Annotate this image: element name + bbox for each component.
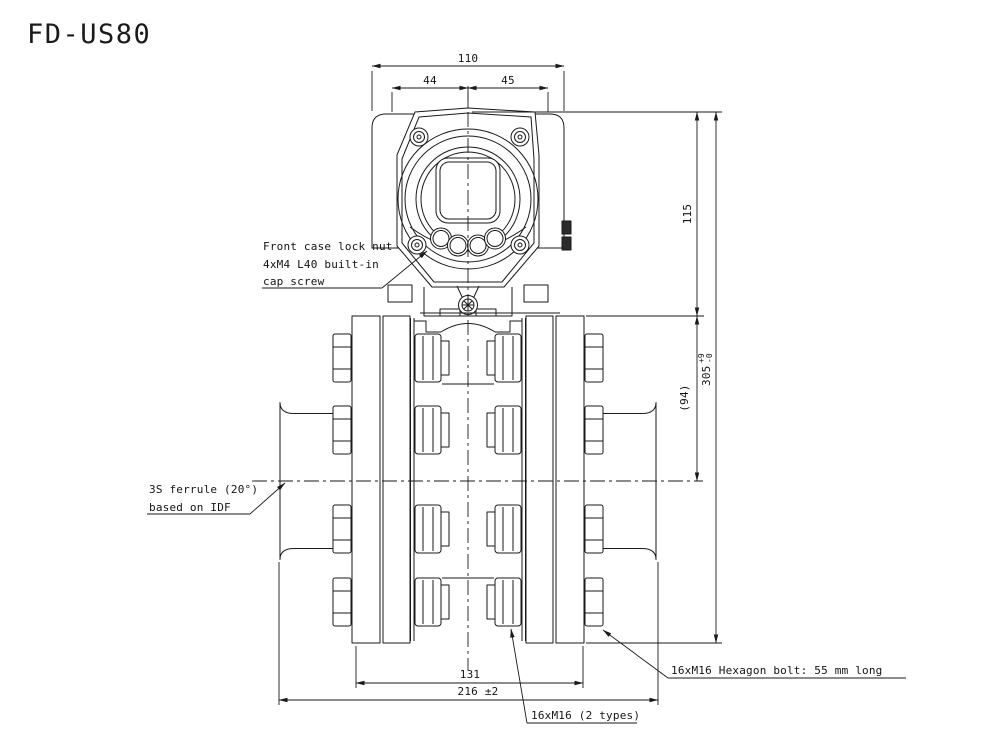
note-front-case: Front case lock nut 4xM4 L40 built-in ca… xyxy=(263,240,393,288)
dim-height-upper: 115 xyxy=(681,204,694,224)
note-ferrule-line1: 3S ferrule (20°) xyxy=(149,483,258,496)
bezel-screws xyxy=(407,127,530,255)
bezel-screw-icon xyxy=(407,235,427,255)
flange-plate xyxy=(351,315,381,644)
dim-height-overall-tol-plus: +9 xyxy=(697,353,706,363)
dim-height-overall-tol-minus: -0 xyxy=(705,353,714,363)
side-latch-icon xyxy=(561,236,572,251)
keypad-button xyxy=(484,227,506,250)
bezel-screw-icon xyxy=(510,235,530,255)
note-ferrule-line2: based on IDF xyxy=(149,501,231,514)
note-front-case-line2: 4xM4 L40 built-in xyxy=(263,258,379,271)
bezel-screw-icon xyxy=(510,127,530,147)
flange-assembly xyxy=(279,315,657,644)
dim-height-overall: 305 +9 -0 xyxy=(697,353,714,386)
keypad xyxy=(430,227,506,257)
leader-lines xyxy=(147,250,906,724)
flange-plate xyxy=(382,315,411,644)
dim-height-ref: (94) xyxy=(678,384,691,411)
note-bolt-types: 16xM16 (2 types) xyxy=(531,709,640,722)
note-hex-bolt: 16xM16 Hexagon bolt: 55 mm long xyxy=(671,664,883,677)
drawing-title: FD-US80 xyxy=(27,19,151,50)
mounting-tab xyxy=(523,284,549,303)
dim-width-overall: 110 xyxy=(458,52,478,65)
side-latch-icon xyxy=(561,220,572,235)
dim-width-right: 45 xyxy=(501,74,515,87)
note-front-case-line1: Front case lock nut xyxy=(263,240,393,253)
dim-height-overall-value: 305 xyxy=(700,366,713,386)
keypad-button xyxy=(447,234,469,257)
dim-face-to-face: 216 ±2 xyxy=(458,685,499,698)
dimension-lines xyxy=(278,63,722,705)
dim-width-left: 44 xyxy=(423,74,437,87)
flange-plate xyxy=(555,315,585,644)
transmitter-head xyxy=(371,107,572,317)
dim-bolt-span: 131 xyxy=(460,668,480,681)
flange-plate xyxy=(525,315,554,644)
bezel-screw-icon xyxy=(409,127,429,147)
note-front-case-line3: cap screw xyxy=(263,275,325,288)
note-ferrule: 3S ferrule (20°) based on IDF xyxy=(149,483,258,514)
mounting-tab xyxy=(387,284,413,303)
